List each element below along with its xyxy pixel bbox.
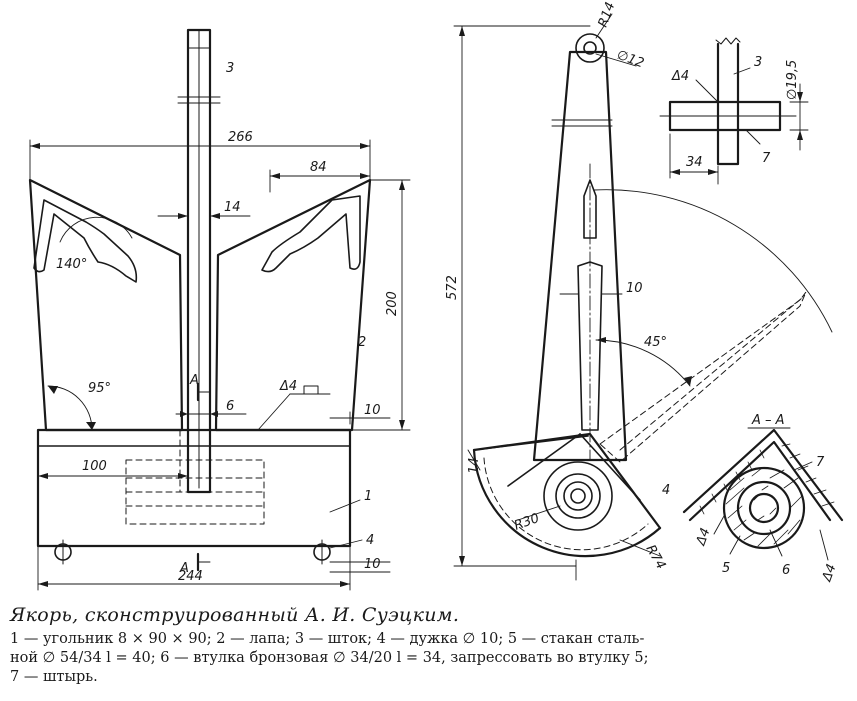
label-2: 2 bbox=[358, 335, 366, 350]
dim-572: 572 bbox=[445, 275, 460, 300]
dim-10-upper: 10 bbox=[364, 403, 381, 418]
legend-line-1: 1 — угольник 8 × 90 × 90; 2 — лапа; 3 — … bbox=[10, 631, 645, 647]
section-weld-left: Δ4 bbox=[693, 526, 713, 548]
section-a-a: A – A 7 5 6 Δ4 Δ4 bbox=[682, 413, 844, 584]
figure-title: Якорь, сконструированный А. И. Суэцким. bbox=[10, 604, 460, 626]
front-view: 266 84 14 200 140° 95° Δ4 6 100 244 10 1… bbox=[28, 28, 411, 591]
dim-r14: R14 bbox=[596, 0, 619, 29]
pin-detail: 3 7 Δ4 ∅19,5 34 bbox=[659, 37, 809, 185]
dim-95-degrees: 95° bbox=[88, 381, 111, 396]
dim-84: 84 bbox=[310, 160, 327, 175]
dim-140-degrees: 140° bbox=[56, 257, 87, 272]
dim-244: 244 bbox=[178, 569, 203, 584]
figure-legend: 1 — угольник 8 × 90 × 90; 2 — лапа; 3 — … bbox=[10, 630, 846, 687]
side-dimensions bbox=[453, 13, 833, 567]
dim-200: 200 bbox=[385, 291, 400, 316]
front-dimensions bbox=[29, 139, 411, 591]
pin-dim-34: 34 bbox=[686, 155, 703, 170]
side-label-4: 4 bbox=[662, 483, 670, 498]
legend-line-2: ной ∅ 54/34 l = 40; 6 — втулка бронзовая… bbox=[10, 650, 649, 666]
side-view: R14 ∅12 572 10 45° R30 R74 14 4 bbox=[445, 0, 833, 581]
dim-6: 6 bbox=[226, 399, 234, 414]
label-1: 1 bbox=[364, 489, 372, 504]
dim-r74: R74 bbox=[643, 543, 669, 573]
label-4: 4 bbox=[366, 533, 374, 548]
dim-266: 266 bbox=[228, 130, 253, 145]
section-mark-a-top: A bbox=[189, 373, 199, 388]
dim-r30: R30 bbox=[512, 511, 541, 534]
dim-100: 100 bbox=[82, 459, 107, 474]
pin-label-7: 7 bbox=[762, 151, 771, 166]
section-title: A – A bbox=[751, 413, 785, 428]
section-weld-right: Δ4 bbox=[819, 562, 839, 584]
side-shank bbox=[532, 33, 628, 462]
label-3: 3 bbox=[226, 61, 234, 76]
shackle-right bbox=[313, 539, 331, 565]
section-mark-a-bottom: A bbox=[179, 561, 189, 576]
dim-45-degrees: 45° bbox=[644, 335, 667, 350]
dim-10-lower: 10 bbox=[364, 557, 381, 572]
dim-10-side: 10 bbox=[626, 281, 643, 296]
cup-hatch bbox=[725, 467, 803, 547]
dim-weld: Δ4 bbox=[279, 379, 297, 394]
section-label-5: 5 bbox=[722, 561, 730, 576]
pin-label-3: 3 bbox=[754, 55, 762, 70]
shackle-left bbox=[54, 539, 72, 565]
crown bbox=[467, 432, 662, 581]
shank bbox=[177, 28, 221, 494]
swung-fluke bbox=[599, 291, 807, 463]
pin-weld: Δ4 bbox=[671, 69, 689, 84]
base-angle bbox=[36, 428, 352, 548]
pin-dim-19-5: ∅19,5 bbox=[785, 60, 800, 100]
dim-14: 14 bbox=[224, 200, 241, 215]
anchor-drawing: 266 84 14 200 140° 95° Δ4 6 100 244 10 1… bbox=[28, 0, 844, 591]
section-label-7: 7 bbox=[816, 455, 825, 470]
dim-14-side: 14 bbox=[467, 457, 482, 474]
dim-d12: ∅12 bbox=[615, 48, 646, 72]
legend-line-3: 7 — штырь. bbox=[10, 669, 98, 685]
section-label-6: 6 bbox=[782, 563, 790, 578]
